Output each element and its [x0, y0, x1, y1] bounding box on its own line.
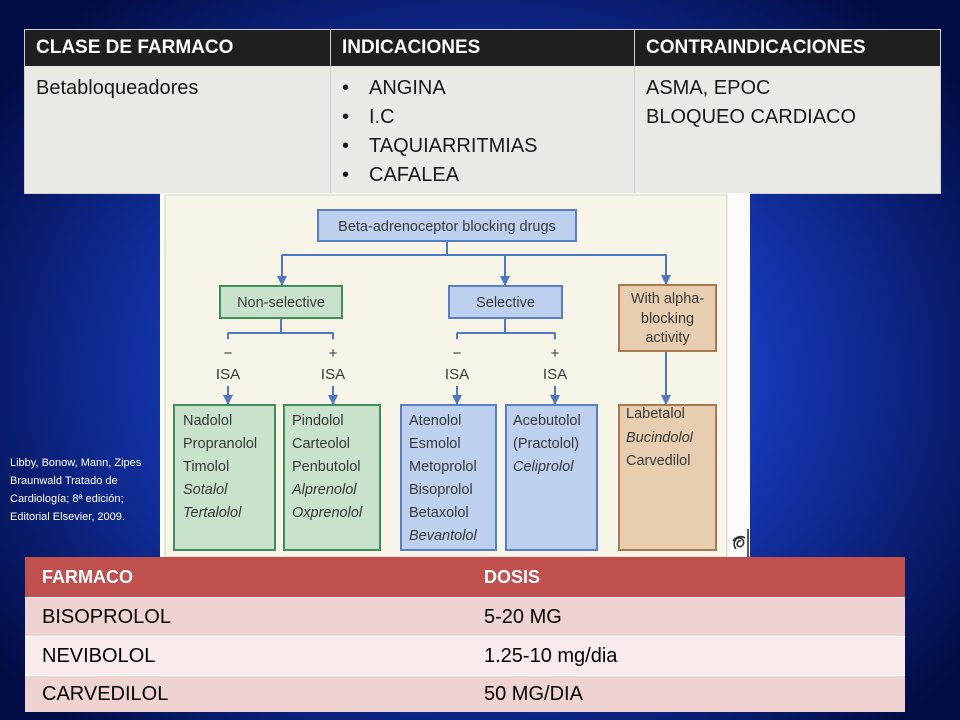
drug-label: Nadolol	[183, 413, 232, 429]
drug-label: Alprenolol	[291, 482, 357, 498]
isa-label: ISA	[445, 366, 469, 383]
alpha-blocking-label: With alpha-	[631, 291, 705, 307]
indication-text: I.C	[369, 106, 395, 128]
drug-label: Bucindolol	[626, 430, 694, 446]
drug-box-nonselective-minus-isa	[173, 404, 276, 551]
header-indications: INDICACIONES	[330, 30, 634, 66]
alpha-blocking-label: blocking	[641, 311, 694, 327]
root-box	[317, 209, 577, 242]
isa-sign: +	[551, 345, 560, 362]
drug-label: Carteolol	[292, 436, 350, 452]
drug-class-text: Betabloqueadores	[36, 77, 199, 99]
citation-line: Cardiología; 8ª edición;	[10, 493, 124, 505]
drug-label: Acebutolol	[513, 413, 581, 429]
table-header-row: FARMACO DOSIS	[25, 557, 905, 597]
drug-box-alpha-blocking	[618, 404, 717, 551]
bullet-icon: •	[342, 77, 350, 99]
header-dose: DOSIS	[484, 566, 541, 587]
non-selective-label: Non-selective	[237, 295, 325, 311]
indication-text: ANGINA	[369, 77, 446, 99]
indications-list: • ANGINA • I.C • TAQUIARRITMIAS • CAFALEA	[342, 74, 634, 190]
drug-box-selective-plus-isa	[505, 404, 598, 551]
drug-name-cell: BISOPROLOL	[42, 605, 171, 628]
drug-label: Bisoprolol	[409, 482, 473, 498]
indications-table: CLASE DE FARMACO INDICACIONES CONTRAINDI…	[25, 30, 940, 193]
table-row: BISOPROLOL 5-20 MG	[25, 597, 905, 636]
contraindications-cell: ASMA, EPOC BLOQUEO CARDIACO	[634, 66, 940, 193]
isa-label: ISA	[321, 366, 345, 383]
non-selective-box	[219, 285, 343, 319]
drug-label: Sotalol	[183, 482, 228, 498]
dose-cell: 1.25-10 mg/dia	[484, 644, 618, 667]
list-item: • I.C	[342, 103, 634, 132]
drug-label: Bevantolol	[409, 528, 477, 544]
isa-sign: +	[329, 345, 338, 362]
table-row: NEVIBOLOL 1.25-10 mg/dia	[25, 636, 905, 675]
drug-label: Celiprolol	[513, 459, 574, 475]
indications-cell: • ANGINA • I.C • TAQUIARRITMIAS • CAFALEA	[330, 66, 634, 193]
table-header-row: CLASE DE FARMACO INDICACIONES CONTRAINDI…	[25, 30, 940, 66]
alpha-blocking-box	[618, 284, 717, 352]
drug-label: Propranolol	[183, 436, 257, 452]
connector-lines	[223, 241, 671, 405]
table-row: Betabloqueadores • ANGINA • I.C • TAQUIARRI…	[25, 66, 940, 193]
publisher-logo-icon	[732, 529, 749, 557]
drug-name-cell: NEVIBOLOL	[42, 644, 156, 667]
selective-label: Selective	[476, 295, 535, 311]
citation: Libby, Bonow, Mann, Zipes Braunwald Trat…	[10, 454, 141, 526]
selective-box	[448, 285, 563, 319]
classification-diagram: Beta-adrenoceptor blocking drugs Non-sel…	[160, 193, 750, 557]
dose-cell: 5-20 MG	[484, 605, 562, 628]
indication-text: CAFALEA	[369, 164, 460, 186]
bullet-icon: •	[342, 135, 350, 157]
drug-name-cell: CARVEDILOL	[42, 682, 169, 705]
drug-label: Betaxolol	[409, 505, 469, 521]
list-item: • ANGINA	[342, 74, 634, 103]
header-drug: FARMACO	[42, 566, 133, 587]
dose-table: FARMACO DOSIS BISOPROLOL 5-20 MG NEVIBOL…	[25, 557, 905, 712]
drug-label: Metoprolol	[409, 459, 477, 475]
citation-line: Braunwald Tratado de	[10, 475, 118, 487]
drug-label: Labetalol	[626, 406, 685, 422]
drug-label: Atenolol	[409, 413, 461, 429]
table-row: CARVEDILOL 50 MG/DIA	[25, 675, 905, 712]
header-contraindications: CONTRAINDICACIONES	[634, 30, 940, 66]
drug-label: Penbutolol	[292, 459, 361, 475]
bullet-icon: •	[342, 164, 350, 186]
alpha-blocking-label: activity	[645, 330, 690, 346]
isa-label: ISA	[216, 366, 240, 383]
drug-label: Tertalolol	[183, 505, 242, 521]
drug-label: Carvedilol	[626, 453, 690, 469]
list-item: • CAFALEA	[342, 161, 634, 190]
isa-sign: −	[453, 345, 462, 362]
drug-class-cell: Betabloqueadores	[25, 66, 330, 193]
dose-cell: 50 MG/DIA	[484, 682, 583, 705]
drug-label: Pindolol	[292, 413, 344, 429]
list-item: • TAQUIARRITMIAS	[342, 132, 634, 161]
drug-label: Esmolol	[409, 436, 461, 452]
drug-label: Timolol	[183, 459, 229, 475]
drug-box-selective-minus-isa	[400, 404, 497, 551]
drug-label: (Practolol)	[513, 436, 579, 452]
beta-blocker-classification-figure: Beta-adrenoceptor blocking drugs Non-sel…	[160, 193, 750, 557]
isa-sign: −	[224, 345, 233, 362]
contraindication-text: ASMA, EPOC	[646, 77, 771, 99]
drug-box-nonselective-plus-isa	[283, 404, 381, 551]
contraindication-text: BLOQUEO CARDIACO	[646, 106, 857, 128]
bullet-icon: •	[342, 106, 350, 128]
isa-label: ISA	[543, 366, 567, 383]
citation-line: Editorial Elsevier, 2009.	[10, 511, 125, 523]
indication-text: TAQUIARRITMIAS	[369, 135, 538, 157]
root-label: Beta-adrenoceptor blocking drugs	[338, 219, 556, 235]
citation-line: Libby, Bonow, Mann, Zipes	[10, 457, 142, 469]
header-drug-class: CLASE DE FARMACO	[36, 37, 234, 58]
drug-label: Oxprenolol	[292, 505, 363, 521]
